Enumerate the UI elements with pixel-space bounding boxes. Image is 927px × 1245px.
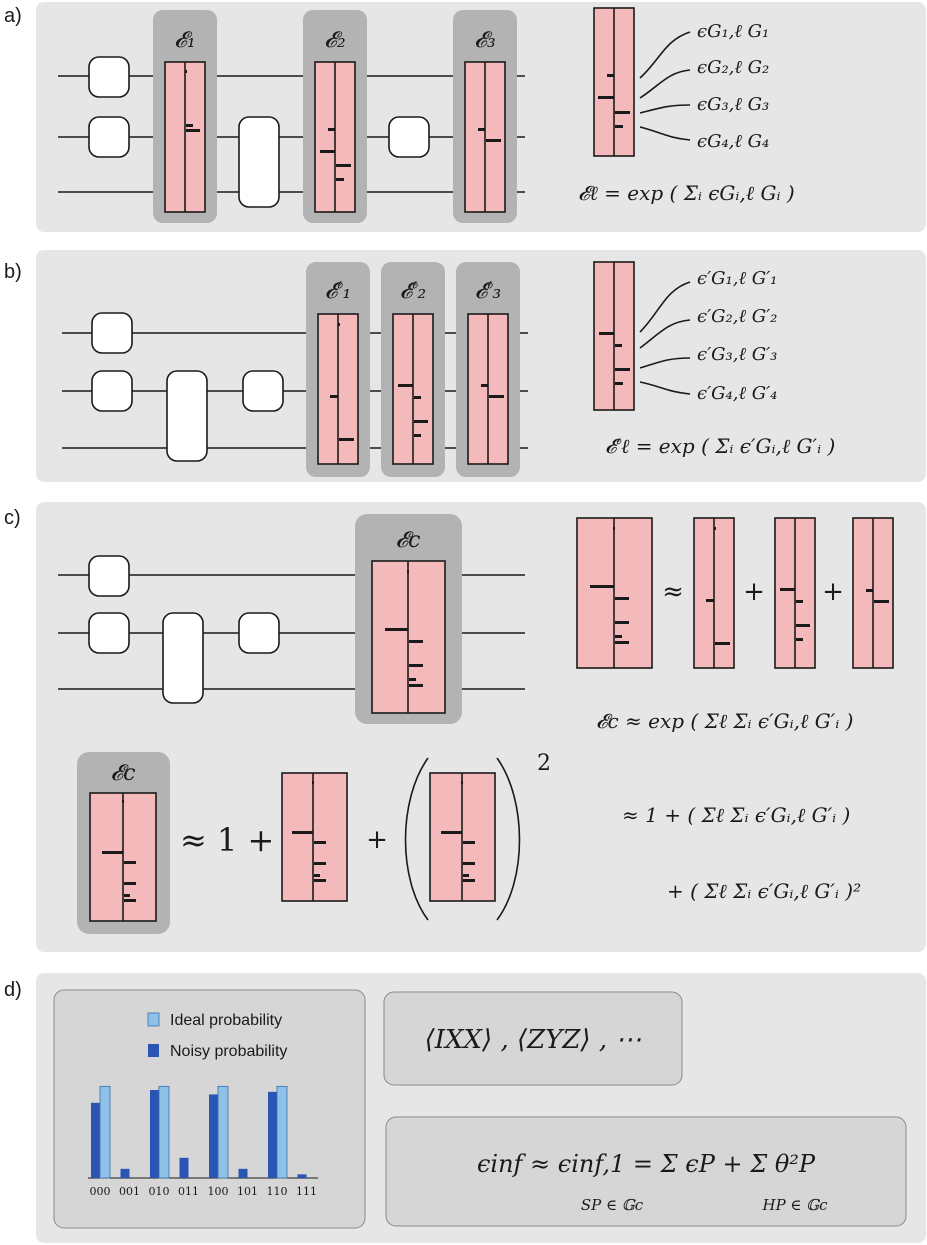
x-tick-label: 110 <box>267 1185 288 1198</box>
generator-term: ϵ′G₁,ℓ G′₁ <box>697 268 777 289</box>
probability-chart: Ideal probability Noisy probability 000 0… <box>53 989 366 1229</box>
error-label: 𝓔c <box>396 528 421 553</box>
sum-subscript-s: SP ∈ 𝔾c <box>581 1196 644 1214</box>
generator-term: ϵG₃,ℓ G₃ <box>697 94 769 115</box>
gate <box>242 370 284 412</box>
right-paren <box>496 757 521 921</box>
approx-sign: ≈ <box>662 577 684 607</box>
bar-noisy-011 <box>179 1157 189 1178</box>
generator-term: ϵG₁,ℓ G₁ <box>697 21 769 42</box>
gate <box>88 116 130 158</box>
sum-subscript-h: HP ∈ 𝔾c <box>761 1196 828 1214</box>
generator-term: ϵG₄,ℓ G₄ <box>697 131 769 152</box>
panel-label-c: c) <box>4 507 21 529</box>
bar-ideal-010 <box>158 1085 170 1179</box>
error-label: 𝓔′₃ <box>475 279 501 304</box>
gate <box>91 370 133 412</box>
error-label: 𝓔₁ <box>174 28 195 53</box>
panel-a-circuit: 𝓔₁ 𝓔₂ 𝓔₃ <box>58 10 525 223</box>
error-label: 𝓔₂ <box>324 28 345 53</box>
x-tick-label: 000 <box>90 1185 111 1198</box>
bar-noisy-101 <box>238 1168 248 1178</box>
gate <box>88 612 130 654</box>
bar-noisy-001 <box>120 1168 130 1178</box>
gate <box>88 56 130 98</box>
generator-term: ϵ′G₃,ℓ G′₃ <box>697 344 777 365</box>
error-label: 𝓔₃ <box>474 28 495 53</box>
gate <box>238 116 280 208</box>
legend-label-ideal: Ideal probability <box>170 1012 282 1029</box>
left-paren <box>404 757 429 921</box>
exp-formula: 𝓔c ≈ exp ( Σℓ Σᵢ ϵ′Gᵢ,ℓ G′ᵢ ) <box>596 709 853 733</box>
x-tick-label: 011 <box>178 1185 199 1198</box>
bar-ideal-100 <box>217 1085 229 1179</box>
x-tick-label: 111 <box>296 1185 317 1198</box>
square-exponent: 2 <box>537 751 551 776</box>
generator-term: ϵG₂,ℓ G₂ <box>697 57 769 78</box>
x-tick-label: 001 <box>119 1185 140 1198</box>
gate <box>91 312 133 354</box>
gate <box>88 555 130 597</box>
expansion-prefix: ≈ 1 + <box>180 821 274 859</box>
gate <box>162 612 204 704</box>
infidelity-formula: ϵinf ≈ ϵinf,1 = Σ ϵP + Σ θ²P <box>477 1150 816 1178</box>
panel-label-d: d) <box>4 979 22 1001</box>
panel-c-circuit: 𝓔c <box>58 514 525 724</box>
plus-sign: + <box>822 577 844 607</box>
legend-swatch-noisy <box>148 1044 159 1057</box>
panel-b-generator-expansion: ϵ′G₁,ℓ G′₁ ϵ′G₂,ℓ G′₂ ϵ′G₃,ℓ G′₃ ϵ′G₄,ℓ … <box>593 261 835 458</box>
bar-noisy-110 <box>268 1091 277 1178</box>
legend-label-noisy: Noisy probability <box>170 1043 287 1060</box>
observables-list: ⟨IXX⟩ , ⟨ZYZ⟩ , ⋯ <box>425 1025 642 1055</box>
bar-noisy-000 <box>91 1102 100 1178</box>
exp-formula: 𝓔′ℓ = exp ( Σᵢ ϵ′Gᵢ,ℓ G′ᵢ ) <box>605 434 835 458</box>
panel-b-circuit: 𝓔′₁ 𝓔′₂ 𝓔′₃ <box>62 262 528 477</box>
bar-ideal-000 <box>99 1085 111 1179</box>
panel-c-expansion: 𝓔c ≈ 1 + + 2 <box>77 751 551 934</box>
error-label: 𝓔c <box>111 761 136 786</box>
x-tick-label: 100 <box>208 1185 229 1198</box>
error-label: 𝓔′₂ <box>400 279 426 304</box>
legend-swatch-ideal <box>147 1012 160 1027</box>
panel-a-generator-expansion: ϵG₁,ℓ G₁ ϵG₂,ℓ G₂ ϵG₃,ℓ G₃ ϵG₄,ℓ G₄ 𝓔ℓ =… <box>578 7 795 205</box>
bar-noisy-111 <box>297 1174 307 1178</box>
bar-noisy-100 <box>209 1094 218 1178</box>
panel-c-formulas: 𝓔c ≈ exp ( Σℓ Σᵢ ϵ′Gᵢ,ℓ G′ᵢ ) ≈ 1 + ( Σℓ… <box>596 709 861 903</box>
observables-box: ⟨IXX⟩ , ⟨ZYZ⟩ , ⋯ <box>383 991 683 1086</box>
exp-formula: 𝓔ℓ = exp ( Σᵢ ϵGᵢ,ℓ Gᵢ ) <box>578 181 795 205</box>
panel-label-b: b) <box>4 261 22 283</box>
x-tick-label: 101 <box>237 1185 258 1198</box>
generator-term: ϵ′G₂,ℓ G′₂ <box>697 306 777 327</box>
panel-c-sum-of-errors: ≈ + + <box>576 517 894 669</box>
panel-label-a: a) <box>4 5 22 27</box>
x-tick-label: 010 <box>149 1185 170 1198</box>
gate <box>388 116 430 158</box>
gate <box>166 370 208 462</box>
generator-term: ϵ′G₄,ℓ G′₄ <box>697 383 777 404</box>
plus-sign: + <box>366 825 388 855</box>
gate <box>238 612 280 654</box>
error-label: 𝓔′₁ <box>325 279 351 304</box>
first-order-formula: ≈ 1 + ( Σℓ Σᵢ ϵ′Gᵢ,ℓ G′ᵢ ) <box>622 803 850 827</box>
second-order-formula: + ( Σℓ Σᵢ ϵ′Gᵢ,ℓ G′ᵢ )² <box>667 879 861 903</box>
plus-sign: + <box>743 577 765 607</box>
bar-noisy-010 <box>150 1090 159 1178</box>
infidelity-box: ϵinf ≈ ϵinf,1 = Σ ϵP + Σ θ²P SP ∈ 𝔾c HP … <box>385 1116 907 1227</box>
bar-ideal-110 <box>276 1085 288 1179</box>
